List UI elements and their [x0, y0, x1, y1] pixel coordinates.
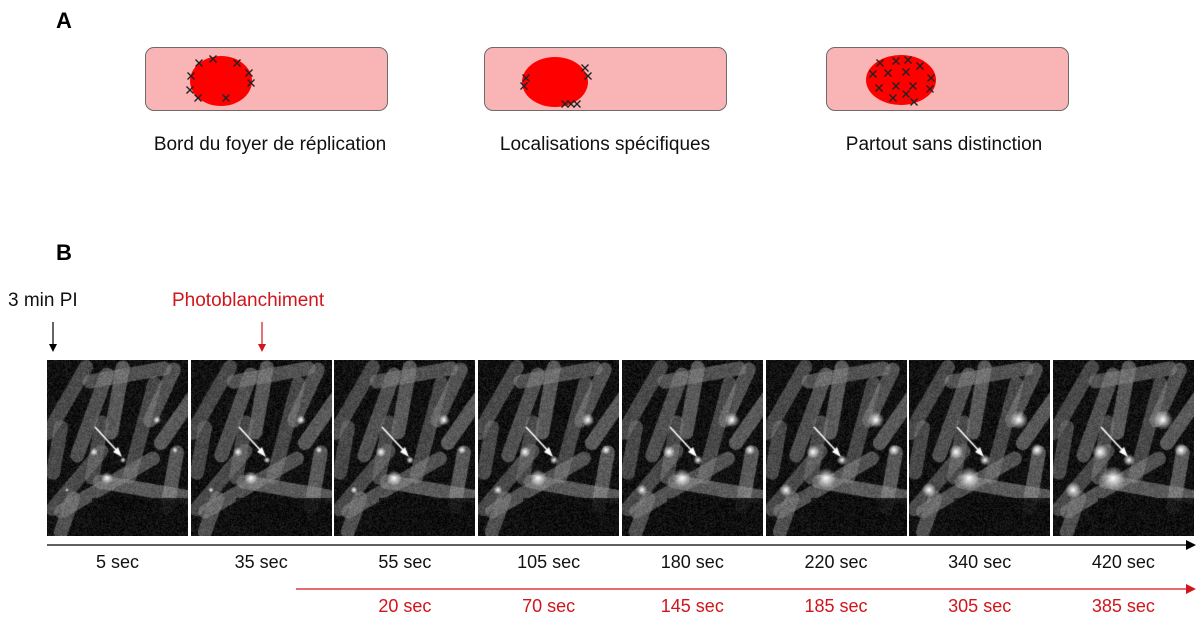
localization-mark	[902, 90, 910, 98]
localization-mark	[889, 94, 897, 102]
localization-mark	[884, 69, 892, 77]
localization-mark	[209, 55, 217, 63]
localization-mark	[195, 59, 203, 67]
microscopy-frame-image	[765, 360, 907, 536]
microscopy-frame-image	[621, 360, 763, 536]
post-bleach-time-label: 385 sec	[1091, 596, 1155, 616]
localization-mark	[875, 84, 883, 92]
localization-mark	[581, 64, 589, 72]
localization-mark	[561, 100, 569, 108]
time-label: 105 sec	[517, 552, 581, 572]
localization-mark	[187, 72, 195, 80]
localization-mark	[909, 82, 917, 90]
start-arrowhead	[49, 344, 57, 352]
localization-mark	[186, 86, 194, 94]
post-bleach-axis-arrowhead	[1186, 584, 1196, 594]
bleach-label: Photoblanchiment	[172, 290, 325, 311]
cell-diagram-edge	[145, 47, 388, 111]
localization-mark	[245, 69, 253, 77]
caption-specific: Localisations spécifiques	[499, 134, 711, 155]
microscopy-frame	[334, 360, 476, 536]
microscopy-frame-image	[1052, 360, 1194, 536]
microscopy-frame	[190, 360, 332, 536]
time-label: 35 sec	[234, 552, 288, 572]
localization-mark	[927, 74, 935, 82]
time-label: 340 sec	[948, 552, 1012, 572]
localization-mark	[520, 82, 528, 90]
localization-mark	[869, 70, 877, 78]
localization-mark	[233, 59, 241, 67]
time-label: 420 sec	[1091, 552, 1155, 572]
cell-diagram-everywhere	[826, 47, 1069, 111]
microscopy-frame	[909, 360, 1051, 536]
localization-marks	[186, 55, 935, 108]
panel-b-letter: B	[56, 240, 72, 265]
microscopy-frame-image	[190, 360, 332, 536]
microscopy-frame	[621, 360, 763, 536]
time-axis-arrowhead	[1186, 540, 1196, 550]
time-label: 220 sec	[804, 552, 868, 572]
microscopy-frame	[1052, 360, 1194, 536]
post-bleach-time-label: 305 sec	[948, 596, 1012, 616]
localization-mark	[910, 98, 918, 106]
microscopy-frame-image	[909, 360, 1051, 536]
localization-mark	[892, 57, 900, 65]
localization-mark	[904, 56, 912, 64]
localization-mark	[926, 85, 934, 93]
replication-focus-specific	[522, 57, 588, 107]
localization-mark	[876, 59, 884, 67]
post-bleach-time-label: 20 sec	[378, 596, 432, 616]
post-bleach-time-label: 145 sec	[660, 596, 724, 616]
localization-mark	[194, 94, 202, 102]
localization-mark	[892, 82, 900, 90]
localization-mark	[222, 94, 230, 102]
microscopy-frame-strip	[47, 360, 1196, 536]
time-label: 180 sec	[660, 552, 724, 572]
localization-mark	[247, 79, 255, 87]
post-bleach-time-label: 185 sec	[804, 596, 868, 616]
caption-edge: Bord du foyer de réplication	[153, 134, 387, 155]
microscopy-frame-image	[478, 360, 620, 536]
localization-mark	[522, 74, 530, 82]
localization-mark	[584, 72, 592, 80]
bleach-arrowhead	[258, 344, 266, 352]
start-label: 3 min PI	[8, 290, 78, 311]
time-label: 55 sec	[378, 552, 432, 572]
caption-everywhere: Partout sans distinction	[845, 134, 1043, 155]
post-bleach-time-label: 70 sec	[522, 596, 576, 616]
microscopy-frame-image	[334, 360, 476, 536]
localization-mark	[573, 100, 581, 108]
microscopy-frame	[765, 360, 907, 536]
time-label: 5 sec	[95, 552, 140, 572]
microscopy-frame-image	[47, 360, 188, 536]
replication-focus-edge	[190, 56, 252, 106]
panel-a-letter: A	[56, 8, 72, 33]
localization-mark	[567, 100, 575, 108]
localization-mark	[916, 62, 924, 70]
localization-mark	[902, 68, 910, 76]
microscopy-frame	[478, 360, 620, 536]
microscopy-frame	[47, 360, 188, 536]
